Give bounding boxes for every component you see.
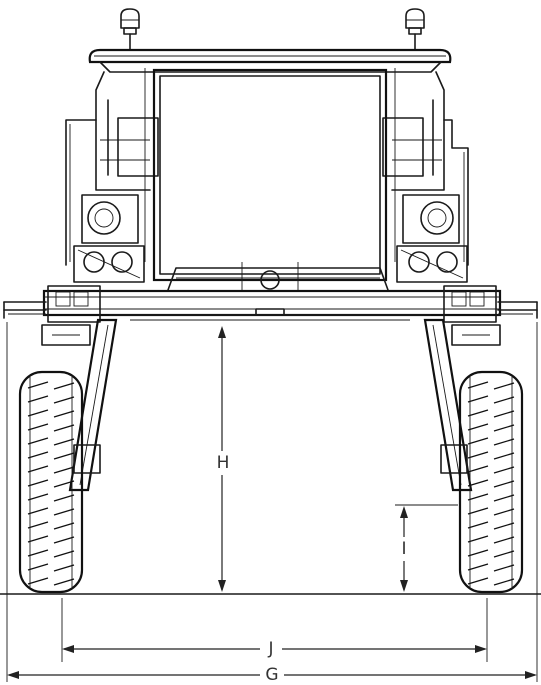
tread-lug: [467, 409, 515, 418]
cab-body: [95, 71, 445, 191]
dimension-h: H: [212, 326, 234, 592]
left-wheel-tread: [27, 381, 75, 586]
left-handrail: [65, 119, 97, 266]
left-leg-strut: [68, 318, 118, 492]
left-hitch-bracket: [41, 324, 91, 346]
dimension-i: I: [396, 506, 412, 592]
dimension-i-label: I: [401, 539, 406, 559]
right-wheel: [458, 370, 524, 594]
tread-lug: [467, 549, 515, 558]
dimension-g-label: G: [265, 665, 278, 685]
front-cross-beam: [42, 289, 502, 321]
tread-lug: [467, 577, 515, 586]
tread-lug: [27, 507, 75, 516]
right-beam-end-bracket: [443, 285, 497, 323]
cab-windshield: [144, 68, 396, 282]
tread-lug: [467, 423, 515, 432]
tread-lug: [467, 465, 515, 474]
tread-lug: [467, 479, 515, 488]
tread-lug: [467, 451, 515, 460]
dimension-j-label: J: [267, 639, 273, 659]
tread-lug: [467, 563, 515, 572]
left-wheel: [18, 370, 84, 594]
left-boom-rail: [3, 301, 47, 319]
right-side-components: [396, 194, 468, 283]
cab-roof: [88, 48, 452, 73]
tread-lug: [27, 577, 75, 586]
dimension-h-label: H: [217, 453, 230, 473]
tread-lug: [27, 563, 75, 572]
tread-lug: [27, 423, 75, 432]
tread-lug: [467, 437, 515, 446]
left-side-components: [73, 194, 145, 283]
right-handrail: [443, 119, 469, 266]
left-beacon-light: [120, 8, 140, 51]
tread-lug: [27, 395, 75, 404]
right-wheel-tread: [467, 381, 515, 586]
tread-lug: [27, 409, 75, 418]
tread-lug: [27, 549, 75, 558]
tread-lug: [27, 451, 75, 460]
tread-lug: [27, 535, 75, 544]
tread-lug: [27, 521, 75, 530]
tread-lug: [467, 535, 515, 544]
tread-lug: [27, 437, 75, 446]
right-boom-rail: [497, 301, 538, 319]
tread-lug: [467, 521, 515, 530]
right-hitch-bracket: [451, 324, 501, 346]
tread-lug: [467, 395, 515, 404]
tread-lug: [467, 381, 515, 390]
tread-lug: [467, 507, 515, 516]
tread-lug: [27, 465, 75, 474]
left-beam-end-bracket: [47, 285, 101, 323]
tread-lug: [27, 493, 75, 502]
tread-lug: [27, 479, 75, 488]
tread-lug: [467, 493, 515, 502]
tread-lug: [27, 381, 75, 390]
dimension-g: G: [7, 664, 537, 685]
right-beacon-light: [405, 8, 425, 51]
dimension-j: J: [62, 638, 487, 660]
right-leg-strut: [423, 318, 473, 492]
front-grille: [167, 262, 389, 292]
